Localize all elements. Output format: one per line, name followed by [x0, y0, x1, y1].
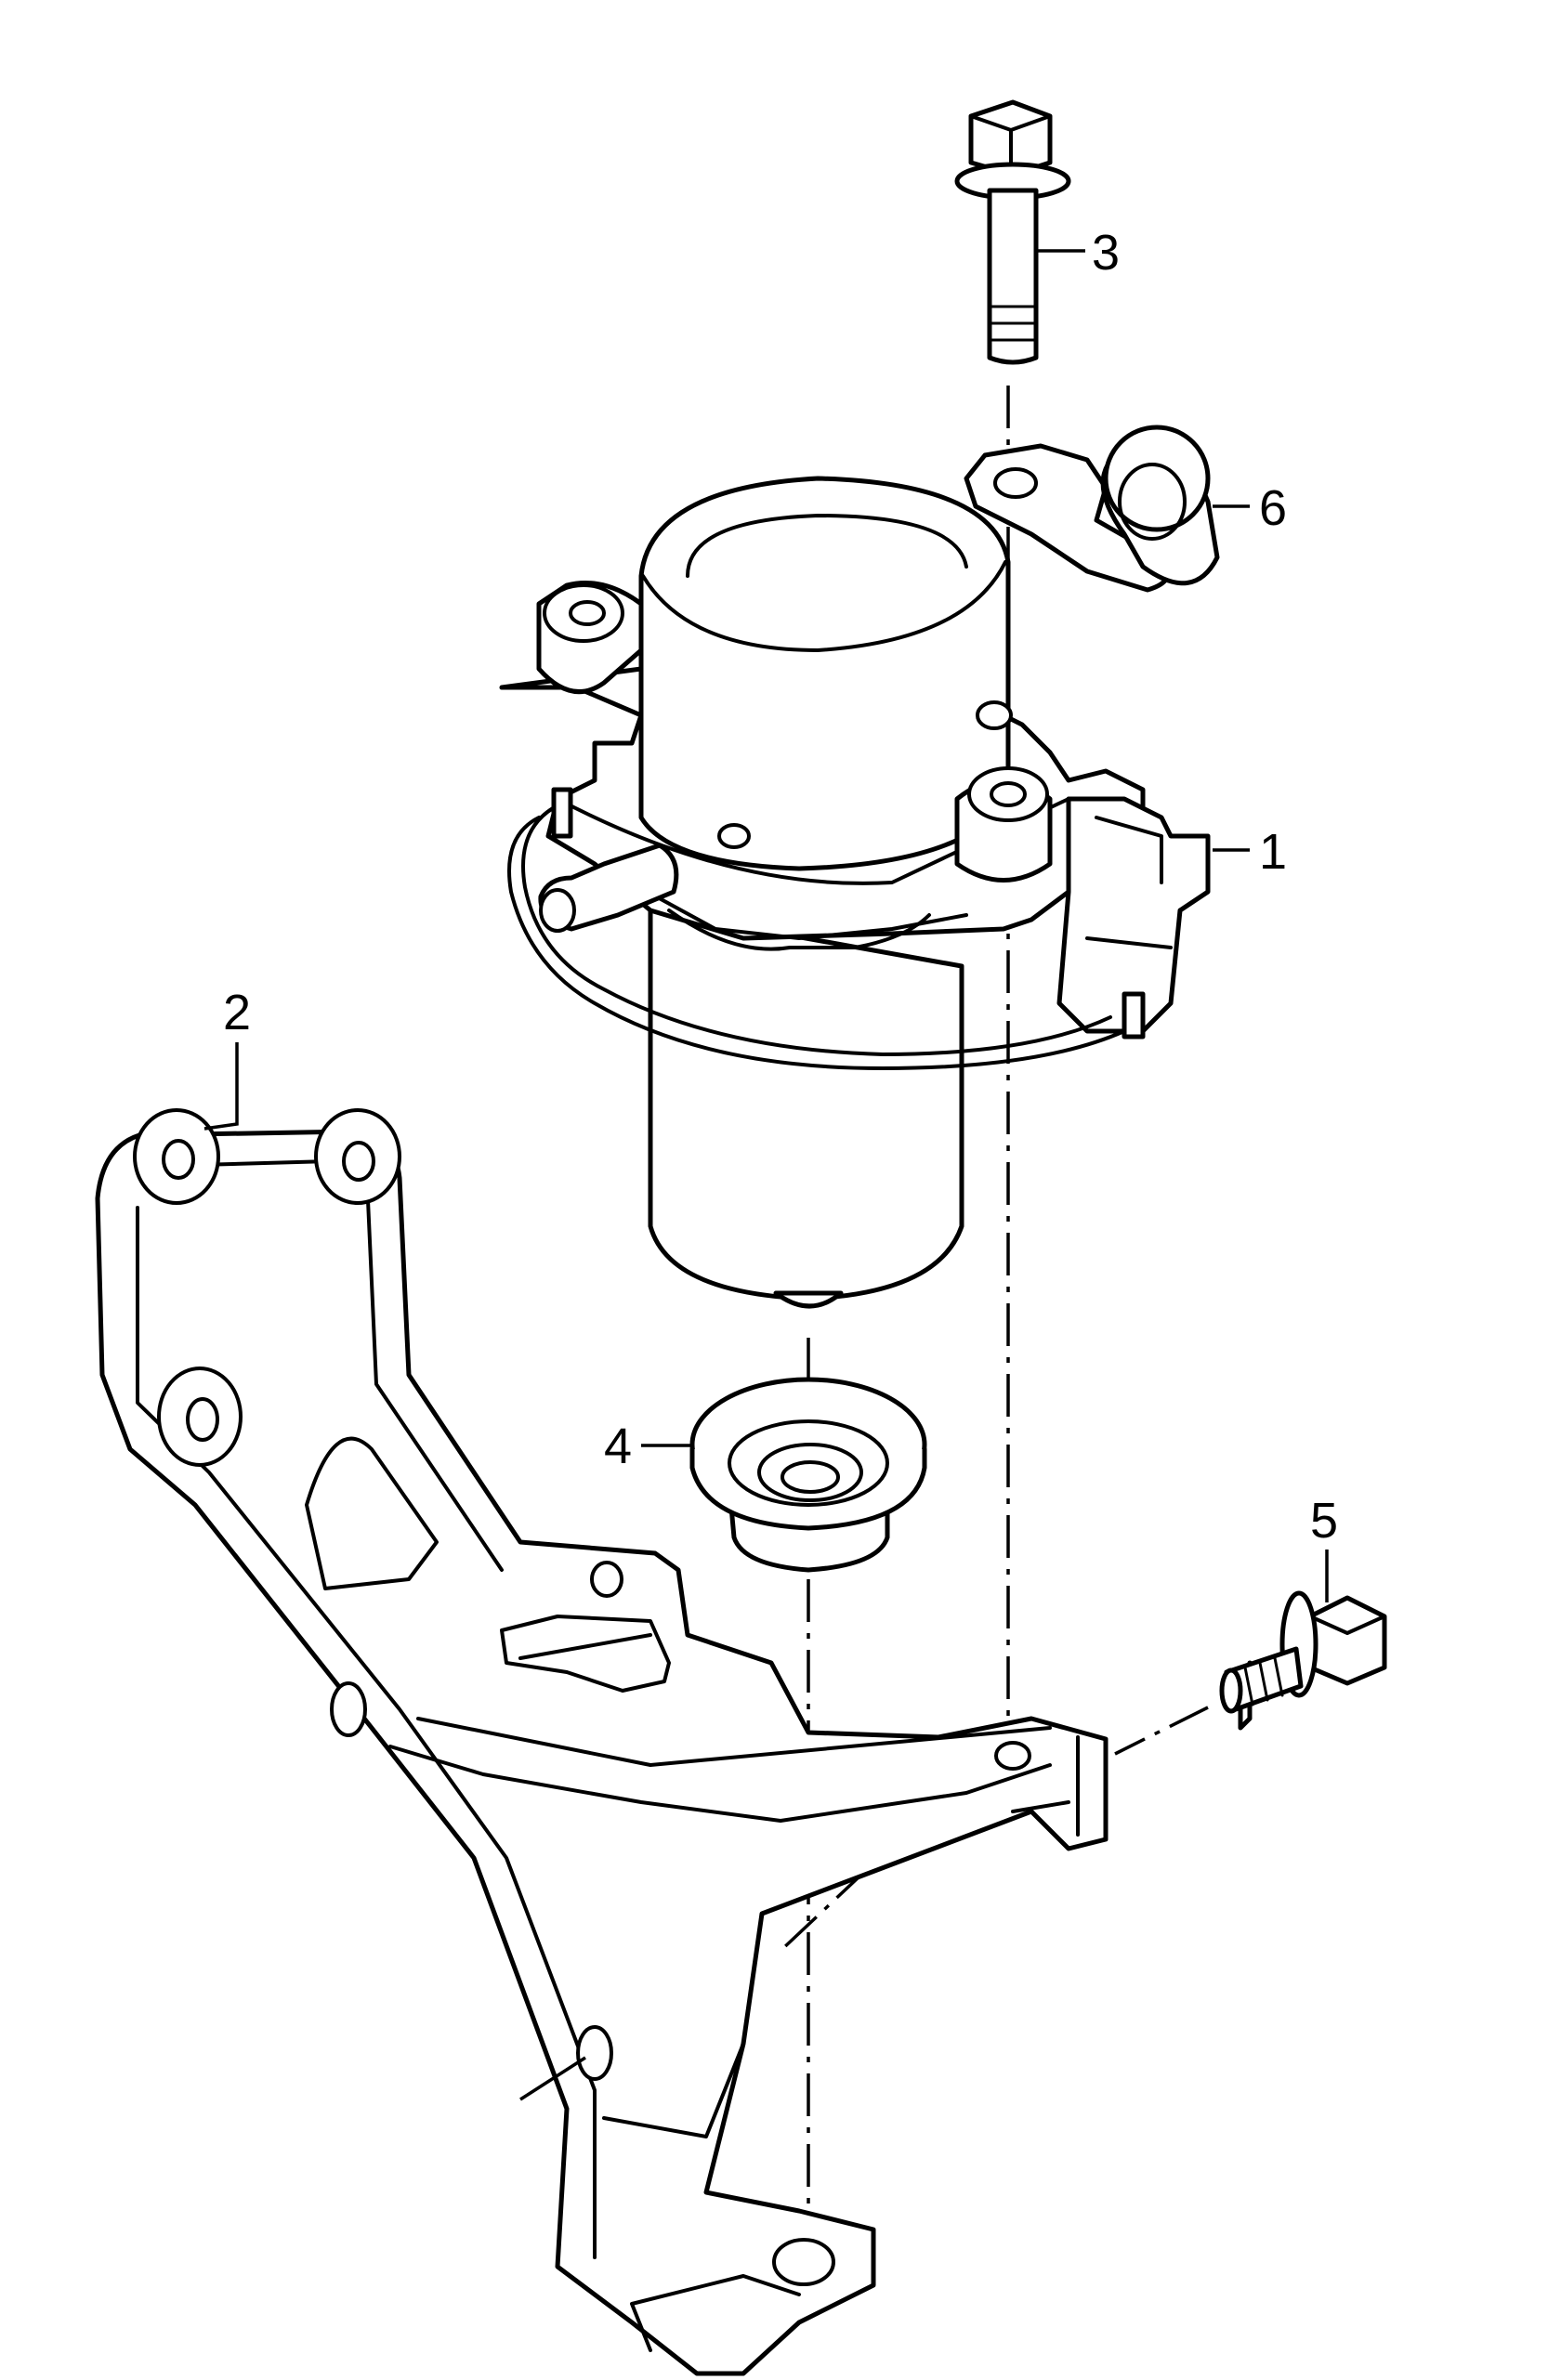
mounting-bracket — [95, 1108, 1109, 2376]
vacuum-pump — [499, 476, 1211, 1309]
callout-1: 1 — [1259, 824, 1287, 880]
short-bolt — [1219, 1590, 1387, 1731]
rubber-grommet — [689, 1377, 927, 1573]
callout-2: 2 — [223, 985, 251, 1040]
long-bolt — [954, 99, 1071, 365]
callout-6: 6 — [1259, 480, 1287, 536]
callout-3: 3 — [1092, 225, 1120, 281]
hose-clip — [964, 425, 1220, 593]
callout-5: 5 — [1310, 1493, 1338, 1549]
callout-4: 4 — [604, 1419, 632, 1474]
callout-labels: 1 2 3 4 5 6 — [223, 225, 1338, 1549]
leader-lines — [203, 249, 1329, 2101]
